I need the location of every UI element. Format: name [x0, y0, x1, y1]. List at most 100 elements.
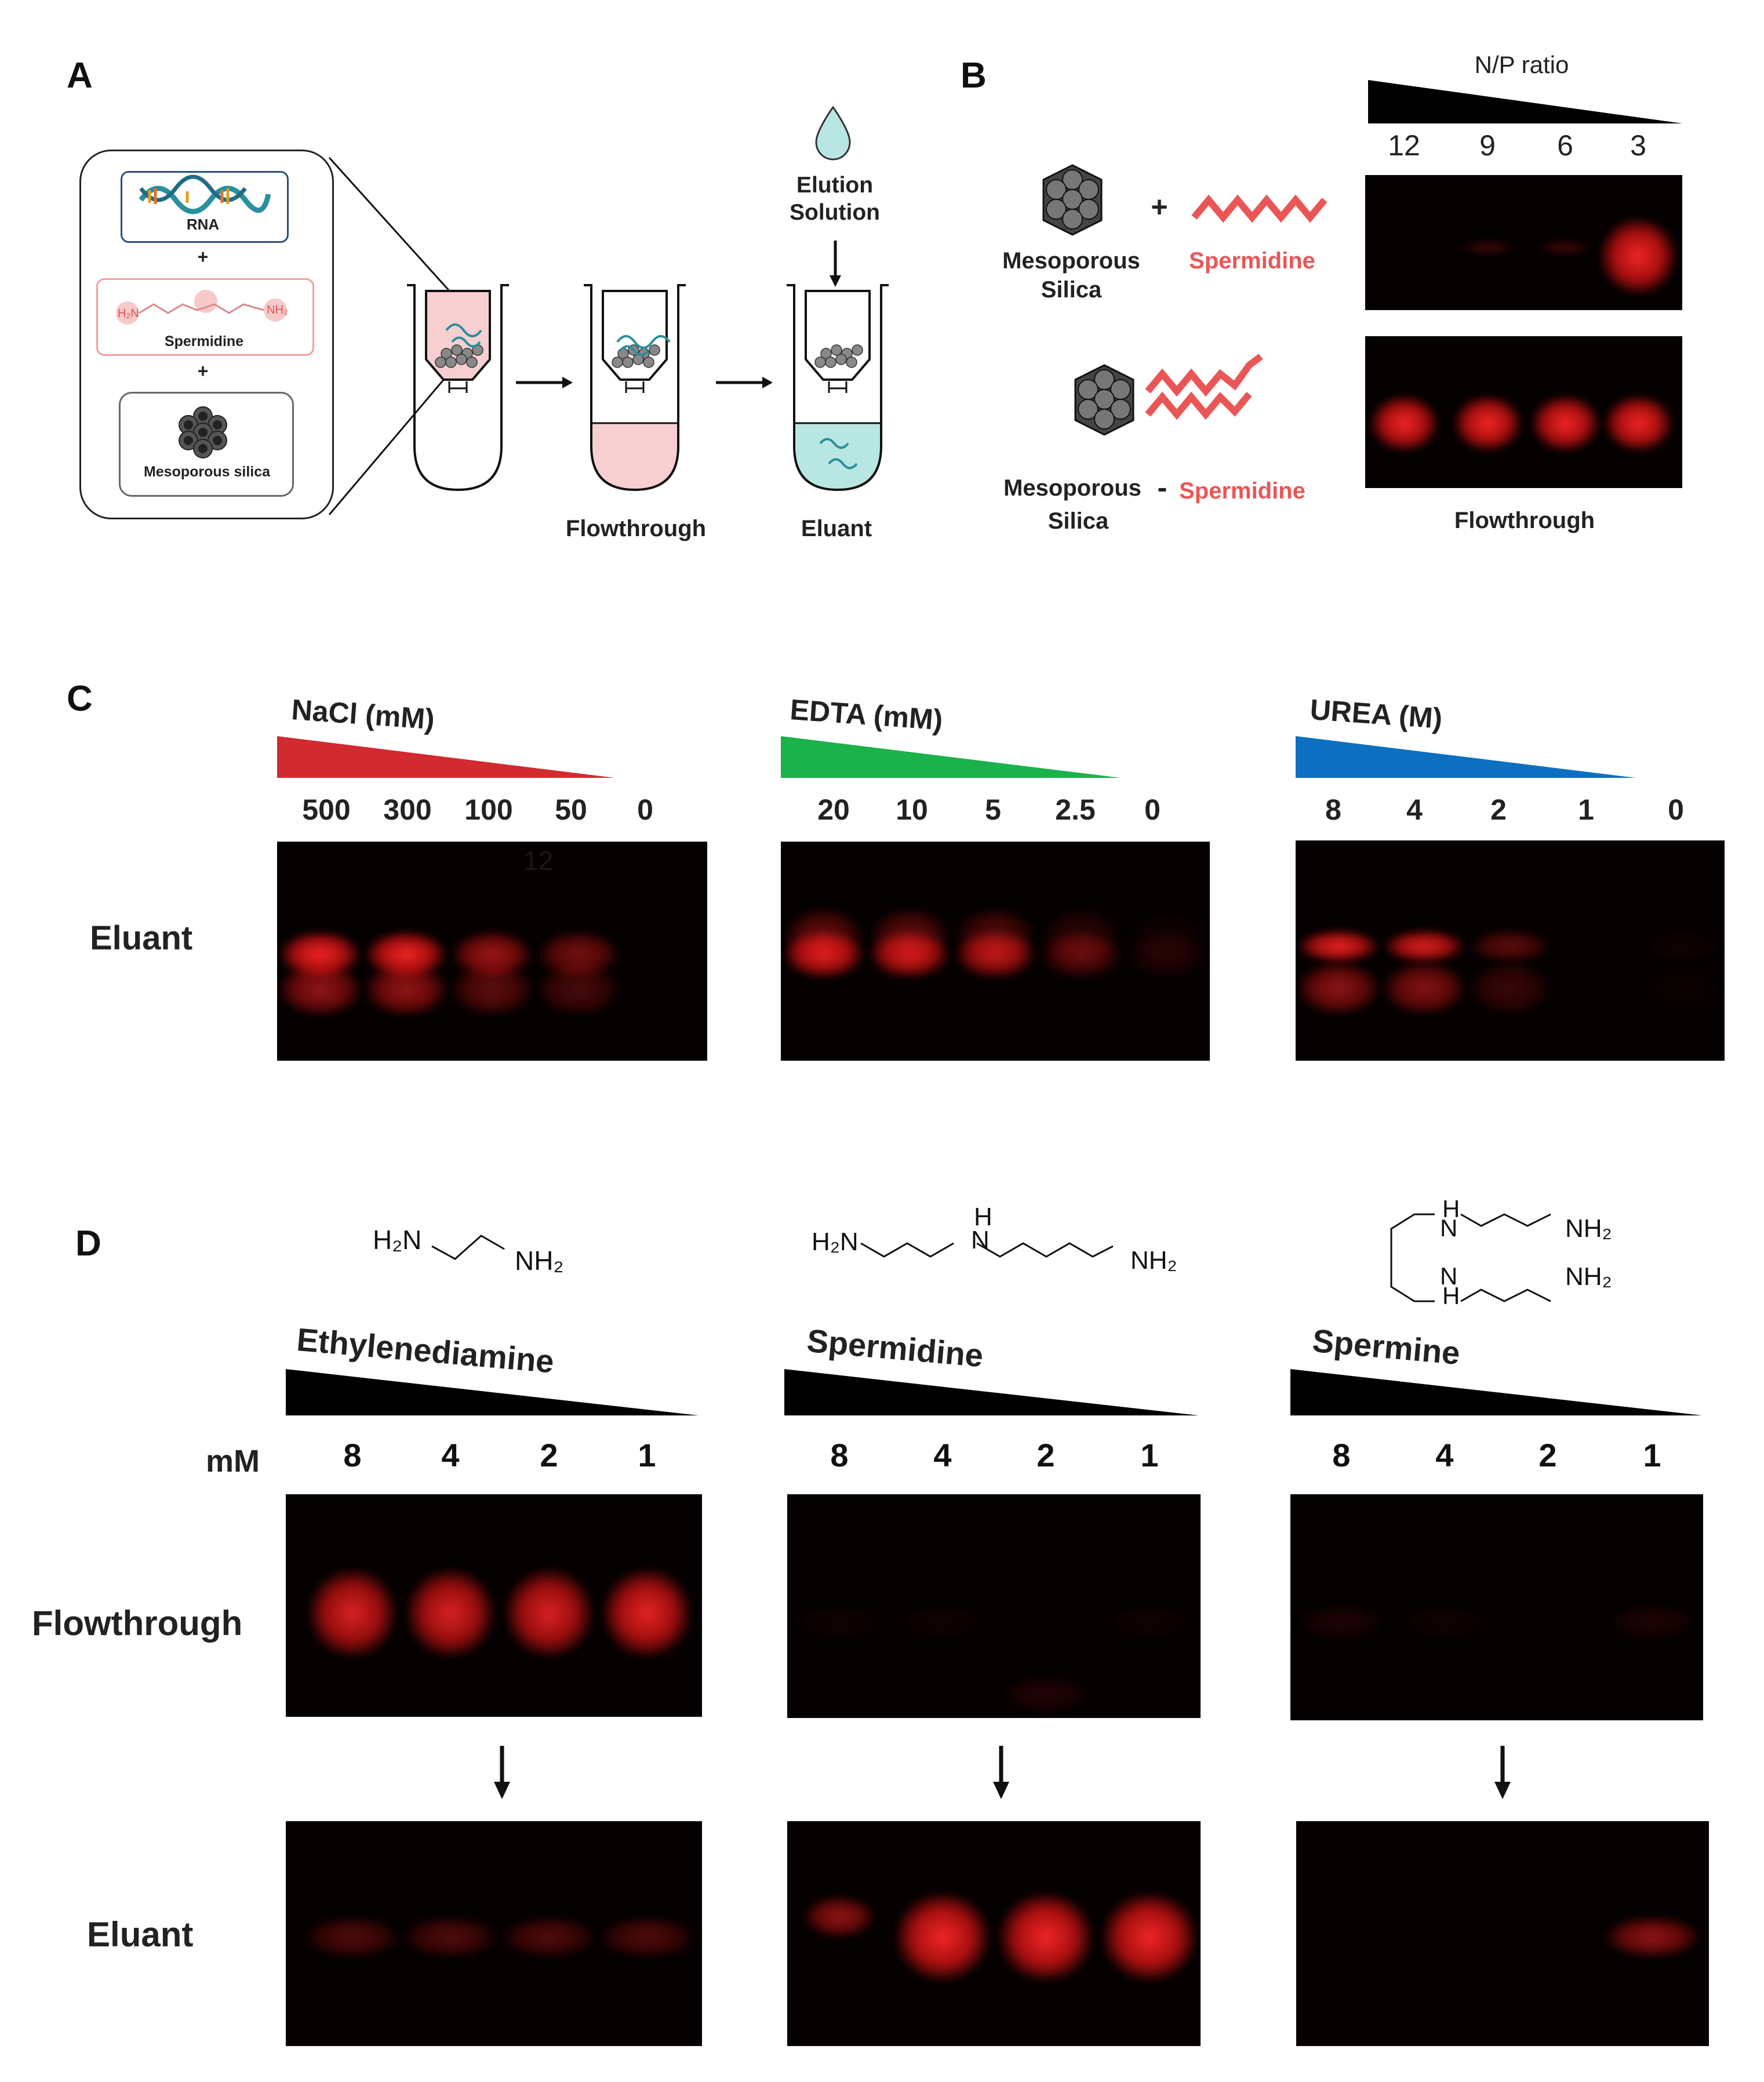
- gel-band: [1641, 962, 1723, 1014]
- chem-spermidine-h: H: [974, 1203, 992, 1231]
- gel-band: [1461, 241, 1514, 254]
- spermidine-structure: [860, 1242, 1114, 1258]
- lane-value: 2: [540, 1437, 558, 1473]
- gel-band: [1127, 931, 1207, 978]
- plus-sign: +: [197, 246, 209, 267]
- gel-eluant: [1296, 840, 1725, 1061]
- ethylenediamine-structure: [431, 1235, 505, 1260]
- arrow-down-icon: [830, 241, 841, 287]
- lane-value: 500: [302, 794, 351, 826]
- lane-value: 1: [638, 1437, 656, 1473]
- elution-solution-label-1: Elution: [796, 173, 874, 198]
- dash-sign: -: [1157, 471, 1167, 504]
- arrow-down-icon: [993, 1746, 1009, 1799]
- lane-value: 4: [1406, 794, 1423, 826]
- gel-band: [1298, 1604, 1385, 1639]
- arrow-right-icon: [516, 377, 573, 388]
- spermidine-label: Spermidine: [1189, 248, 1315, 274]
- gel-eluant: [781, 842, 1210, 1061]
- gel-band: [870, 931, 950, 978]
- silica-box: [119, 392, 294, 497]
- flowthrough-label: Flowthrough: [565, 516, 707, 541]
- gel-band: [537, 963, 619, 1015]
- gel-band: [1609, 1604, 1696, 1639]
- lane-value: 8: [1325, 794, 1341, 826]
- arrow-right-icon: [716, 377, 773, 388]
- lane-value: 300: [383, 794, 432, 826]
- gel-band: [1128, 908, 1206, 966]
- nh2-formula: NH₂: [267, 304, 288, 316]
- lane-value: 5: [985, 794, 1001, 826]
- spin-column-tube-2: [584, 284, 686, 492]
- gel-band: [1002, 1677, 1089, 1712]
- gel-band: [1605, 395, 1672, 451]
- spin-column-tube-1: [407, 284, 509, 492]
- row-label-eluant: Eluant: [90, 919, 193, 957]
- gel-band: [503, 1917, 595, 1957]
- spin-column-tube-3: [787, 284, 889, 492]
- gradient-wedge: [784, 1369, 1199, 1415]
- lane-value: 4: [933, 1437, 952, 1473]
- gel-band: [279, 963, 361, 1015]
- chem-spermidine-nh2: NH₂: [1130, 1246, 1177, 1275]
- gel-band: [452, 931, 532, 978]
- chem-spermidine-h2n: H₂N: [812, 1228, 859, 1256]
- np-ratio-value: 3: [1630, 129, 1646, 162]
- gel-band: [955, 931, 1035, 978]
- arrow-down-icon: [494, 1746, 510, 1799]
- gel-band: [871, 908, 948, 966]
- lane-value: 8: [1332, 1437, 1351, 1473]
- lane-value: 100: [464, 794, 513, 826]
- plus-sign: +: [197, 361, 209, 381]
- silica-label-2: Silica: [1041, 277, 1102, 303]
- zoom-lines: [328, 156, 452, 515]
- gel-band: [999, 1894, 1092, 1981]
- gel-band: [899, 1604, 986, 1639]
- gel-band: [1370, 395, 1438, 451]
- series-title: Spermine: [1311, 1322, 1462, 1371]
- lane-value: 2.5: [1055, 794, 1096, 826]
- chem-spermidine-n: N: [971, 1226, 990, 1254]
- flowthrough-label: Flowthrough: [1454, 508, 1595, 533]
- gel-band: [1642, 930, 1722, 962]
- lane-value: 2: [1036, 1437, 1055, 1473]
- gel-band: [896, 1894, 989, 1981]
- gradient-wedge: [1296, 736, 1636, 778]
- np-ratio-gradient-wedge: [1368, 80, 1682, 123]
- rna-helix-icon: [139, 174, 271, 214]
- gel-band: [404, 1917, 497, 1957]
- row-label-flowthrough: Flowthrough: [32, 1604, 243, 1643]
- gel-band: [1042, 908, 1120, 966]
- lane-value: 8: [830, 1437, 849, 1473]
- lane-value: 4: [1435, 1437, 1454, 1473]
- gel-flowthrough: [286, 1494, 702, 1717]
- gel-band: [805, 1897, 874, 1937]
- elution-solution-label-2: Solution: [790, 200, 880, 225]
- gel-band: [539, 931, 618, 978]
- silica2-label-1: Mesoporous: [1003, 475, 1141, 501]
- gel-band: [1299, 930, 1379, 962]
- gel-band: [784, 931, 864, 978]
- gel-band: [1454, 395, 1521, 451]
- gel-band: [407, 1570, 494, 1657]
- rna-box: [121, 171, 289, 243]
- gel-band: [1383, 962, 1465, 1014]
- series-title: EDTA (mM): [789, 693, 944, 737]
- plus-sign: +: [1151, 191, 1168, 223]
- panel-label-d: D: [75, 1224, 101, 1264]
- chem-ethylenediamine-nh2: NH₂: [515, 1246, 564, 1276]
- lane-value: 2: [1539, 1437, 1557, 1473]
- ghost-lane-label: 12: [523, 846, 554, 876]
- lane-value: 20: [817, 794, 850, 826]
- chem-spermine-h1: H: [1442, 1195, 1460, 1222]
- spermidine-structure-icon: [116, 290, 287, 325]
- gel-flowthrough: [1290, 1494, 1703, 1720]
- gel-band: [1470, 930, 1550, 962]
- series-title: UREA (M): [1309, 693, 1444, 735]
- gel-b-top: [1365, 175, 1682, 310]
- spermidine-box: [96, 278, 314, 356]
- chem-spermine-nh2-b: NH₂: [1565, 1262, 1612, 1291]
- gel-band: [505, 1570, 592, 1657]
- spermidine2-label: Spermidine: [1179, 478, 1305, 504]
- np-ratio-value: 6: [1557, 129, 1573, 162]
